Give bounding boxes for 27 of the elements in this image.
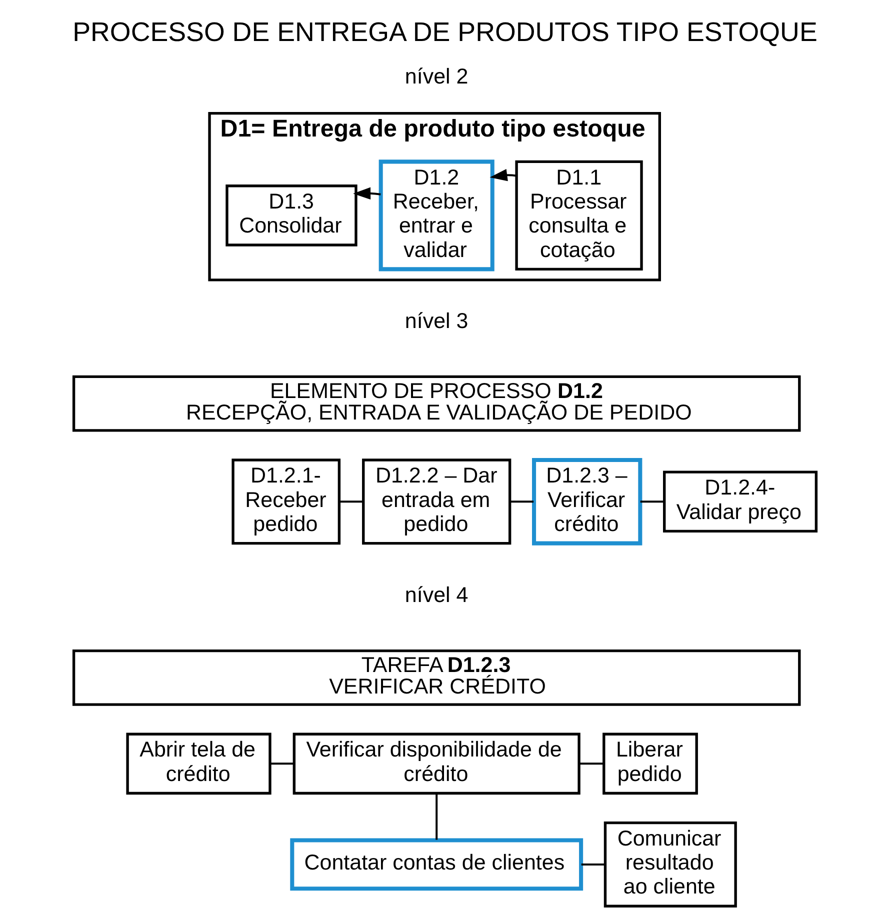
node-box: TAREFA D1.2.3 VERIFICAR CRÉDITO <box>72 649 801 706</box>
label: nível 2 <box>404 64 468 88</box>
connector <box>436 793 438 840</box>
node-box: Comunicar resultado ao cliente <box>604 821 737 908</box>
node-box: D1.1 Processar consulta e cotação <box>515 160 643 271</box>
node-box: Contatar contas de clientes <box>290 838 584 891</box>
node-box: D1.2.3 – Verificar crédito <box>532 458 642 546</box>
label: nível 3 <box>404 309 468 334</box>
connector <box>340 500 364 503</box>
connector <box>579 762 604 765</box>
node-box: D1.2.4- Validar preço <box>663 470 818 533</box>
arrow <box>353 187 381 200</box>
connector <box>270 762 294 765</box>
node-box: D1.3 Consolidar <box>226 184 358 246</box>
connector <box>640 500 664 503</box>
node-box: D1.2.1- Receber pedido <box>232 458 341 545</box>
diagram-title: PROCESSO DE ENTREGA DE PRODUTOS TIPO ESTOQUE <box>72 16 818 47</box>
node-box: Abrir tela de crédito <box>126 732 272 795</box>
connector <box>510 500 534 503</box>
arrow <box>490 169 516 182</box>
connector <box>581 863 605 866</box>
label: nível 4 <box>404 583 468 608</box>
node-box: ELEMENTO DE PROCESSO D1.2 RECEPÇÃO, ENTRADA E VALIDAÇÃO DE PEDIDO <box>72 375 801 432</box>
node-box: D1.2 Receber, entrar e validar <box>378 160 494 272</box>
node-box: Liberar pedido <box>602 732 698 795</box>
node-box: D1.2.2 – Dar entrada em pedido <box>362 458 512 545</box>
node-box: Verificar disponibilidade de crédito <box>292 732 580 795</box>
